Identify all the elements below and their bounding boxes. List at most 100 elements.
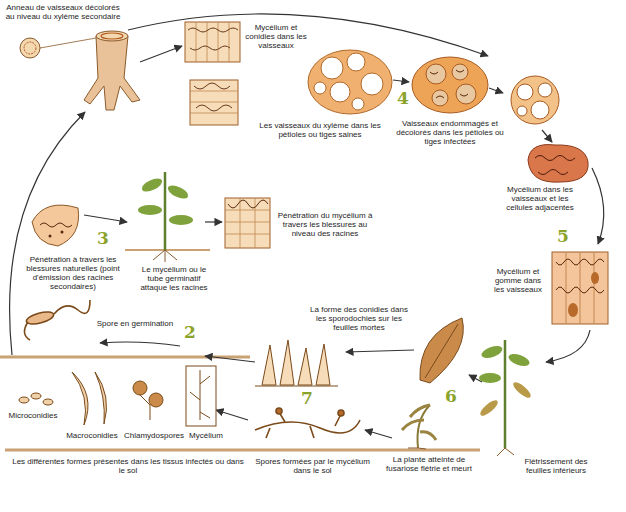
tomato-plant — [511, 380, 533, 400]
young-plant — [140, 176, 164, 194]
cycle-arrow — [365, 430, 392, 438]
vessel-cells — [538, 83, 552, 97]
cycle-arrow — [393, 80, 409, 82]
cycle-arrow — [128, 14, 488, 56]
caption-text: Chlamydospores — [122, 432, 186, 441]
healthy-xylem — [321, 57, 343, 79]
healthy-xylem — [308, 50, 392, 114]
vessel-gum — [556, 259, 604, 293]
caption-text: Les vaisseaux du xylème dans les pétiole… — [255, 122, 385, 140]
tomato-plant — [480, 344, 504, 361]
stem-section — [84, 36, 140, 110]
stem-section — [20, 31, 140, 110]
vessel-long-section — [185, 22, 240, 62]
sporodochia — [255, 340, 338, 386]
infected-tissue — [528, 145, 588, 183]
root-tissue — [225, 198, 270, 248]
healthy-xylem — [361, 73, 383, 95]
caption-text: Mycélium et conidies dans les vaisseaux — [244, 24, 308, 51]
vessel-long-section — [190, 91, 238, 113]
damaged-xylem — [412, 57, 488, 113]
wilted-plant — [418, 405, 431, 448]
caption-text: Spores formées par le mycélium dans le s… — [250, 458, 375, 476]
stem-section — [101, 33, 123, 39]
spore-forms — [190, 370, 210, 420]
cycle-arrow — [542, 130, 552, 142]
cycle-arrow — [140, 46, 182, 62]
caption-text: Mycélium et gomme dans les vaisseaux — [488, 268, 548, 295]
spore-forms — [149, 393, 163, 407]
germinating-spore — [25, 310, 55, 327]
vessel-cells — [511, 76, 559, 124]
root-tissue — [225, 198, 270, 248]
soil-mycelium — [255, 408, 360, 438]
callout-number: 6 — [444, 388, 458, 405]
young-plant — [138, 172, 193, 262]
stem-section — [96, 31, 128, 41]
cycle-arrow — [10, 112, 85, 355]
spore-forms — [140, 395, 150, 420]
young-plant — [164, 172, 167, 250]
vessel-gum — [552, 252, 608, 324]
healthy-xylem — [314, 82, 326, 94]
root-tissue — [228, 200, 268, 208]
vessel-long-section — [194, 83, 232, 111]
healthy-xylem — [330, 82, 350, 102]
root-tissue — [225, 198, 270, 248]
cycle-arrow — [10, 14, 604, 438]
dead-leaf — [420, 318, 463, 383]
sporodochia — [298, 348, 312, 385]
spore-forms — [72, 372, 88, 425]
callout-number: 4 — [396, 90, 410, 107]
young-plant — [166, 183, 190, 201]
healthy-xylem — [352, 98, 364, 110]
root-wound — [32, 205, 79, 246]
young-plant — [169, 215, 193, 225]
caption-text: Spore en germination — [95, 320, 175, 329]
tomato-plant — [504, 340, 507, 448]
caption-text: Macroconidies — [62, 432, 122, 441]
sporodochia — [280, 340, 294, 385]
cycle-arrow — [346, 350, 414, 352]
germinating-spore — [24, 300, 90, 340]
soil-line — [5, 449, 480, 452]
caption-text: Vaisseaux endommagés et décolorés dans l… — [392, 120, 508, 147]
tomato-plant — [479, 373, 501, 383]
root-wound — [49, 235, 52, 238]
vessel-gum — [552, 252, 608, 324]
healthy-xylem — [347, 53, 365, 71]
wilted-plant — [402, 405, 436, 440]
caption-text: Microconidies — [4, 412, 62, 421]
vessel-long-section — [190, 80, 238, 125]
dead-leaf — [420, 318, 463, 383]
germinating-spore — [24, 322, 30, 340]
soil-line — [125, 249, 210, 251]
vessel-cells — [517, 84, 533, 100]
sporodochia — [316, 344, 330, 385]
spore-forms — [43, 399, 53, 405]
cycle-arrow — [84, 215, 127, 222]
damaged-xylem — [430, 70, 468, 98]
soil-line — [0, 250, 480, 450]
spore-forms — [19, 397, 29, 403]
callout-number: 5 — [556, 228, 570, 245]
soil-mycelium — [276, 408, 282, 414]
stem-section — [20, 38, 40, 58]
caption-text: Pénétration à travers les blessures natu… — [20, 256, 126, 292]
cycle-arrow — [489, 88, 503, 93]
cycle-arrow — [100, 342, 180, 346]
dead-leaf — [425, 324, 458, 378]
stem-section — [40, 38, 96, 48]
callout-number: 7 — [300, 390, 314, 407]
caption-text: Mycélium — [186, 432, 226, 441]
vessel-gum — [591, 272, 599, 284]
infected-tissue — [528, 145, 588, 183]
root-wound — [40, 223, 72, 227]
vessel-long-section — [188, 28, 238, 50]
cycle-arrow — [205, 356, 255, 362]
soil-mycelium — [338, 410, 344, 416]
spore-forms — [186, 366, 216, 426]
young-plant — [138, 205, 162, 215]
